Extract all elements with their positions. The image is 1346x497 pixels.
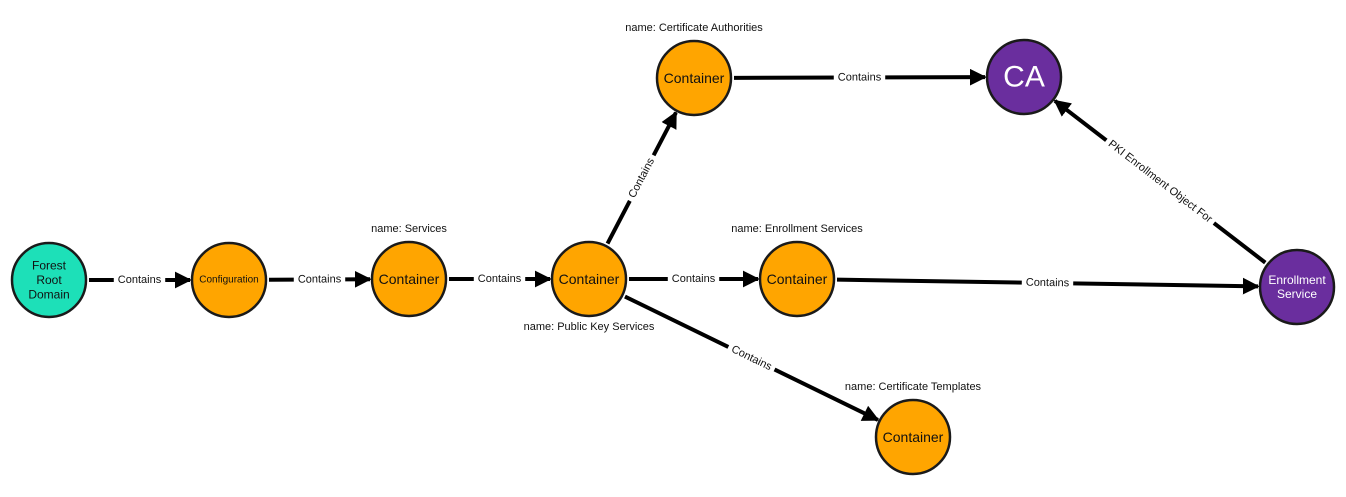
edge-label-background <box>724 339 779 377</box>
edge-label-background <box>293 271 346 288</box>
node-label: Container <box>664 70 725 86</box>
node-circle <box>1258 248 1336 326</box>
node-caption: name: Services <box>371 223 447 235</box>
edge-label: PKI Enrollment Object For <box>1106 138 1215 226</box>
node-caption: name: Enrollment Services <box>731 223 863 235</box>
edge-label-background <box>1021 274 1074 292</box>
node-enroll-container[interactable]: Container name: Enrollment Services <box>731 223 863 318</box>
node-circle <box>10 241 88 319</box>
node-label: Root <box>36 273 62 287</box>
edge-label: Contains <box>1026 277 1070 290</box>
edge-label: Contains <box>672 273 716 285</box>
edge-pks-to-enroll-container[interactable]: Contains <box>629 270 760 288</box>
node-ca-container[interactable]: Container name: Certificate Authorities <box>625 22 763 117</box>
node-caption: name: Certificate Authorities <box>625 22 763 34</box>
edge-label-background <box>473 271 526 287</box>
edge-label-group: Contains <box>293 271 346 288</box>
edge-label-group: PKI Enrollment Object For <box>1101 133 1219 230</box>
edge-label-group: Contains <box>622 151 661 205</box>
node-pks[interactable]: Container name: Public Key Services <box>524 240 655 333</box>
edge-ca-container-to-ca[interactable]: Contains <box>733 68 987 86</box>
node-label: Service <box>1277 287 1317 301</box>
edge-label-background <box>113 272 166 288</box>
node-configuration[interactable]: Configuration <box>190 241 268 319</box>
edge-label-group: Contains <box>113 272 166 288</box>
node-circle <box>985 38 1063 116</box>
edge-label-group: Contains <box>667 271 720 287</box>
node-label: Container <box>883 429 944 445</box>
edge-label-background <box>667 271 720 287</box>
edge-label: Contains <box>478 273 522 285</box>
node-circle <box>758 240 836 318</box>
node-circle <box>550 240 628 318</box>
node-caption: name: Public Key Services <box>524 321 655 333</box>
edge-forest-to-configuration[interactable]: Contains <box>89 271 192 289</box>
node-ca[interactable]: CA <box>985 38 1063 116</box>
edge-label-background <box>622 151 661 205</box>
node-templates[interactable]: Container name: Certificate Templates <box>845 381 982 476</box>
edge-label-group: Contains <box>833 69 886 86</box>
edge-label: Contains <box>838 71 882 83</box>
edge-label: Contains <box>118 274 162 286</box>
edge-enrollment-service-to-ca[interactable]: PKI Enrollment Object For <box>1053 99 1267 265</box>
node-circle <box>190 241 268 319</box>
edge-configuration-to-services[interactable]: Contains <box>268 270 372 288</box>
node-label: Configuration <box>199 275 258 286</box>
node-circle <box>370 240 448 318</box>
node-services[interactable]: Container name: Services <box>370 223 448 318</box>
edge-label-group: Contains <box>724 339 779 377</box>
edge-pks-to-ca-container[interactable]: Contains <box>605 111 678 245</box>
edge-enroll-container-to-enrollment-service[interactable]: Contains <box>836 274 1260 295</box>
node-circle <box>874 398 952 476</box>
edge-services-to-pks[interactable]: Contains <box>449 270 552 288</box>
node-label: Domain <box>28 287 69 301</box>
edge-label: Contains <box>298 273 342 285</box>
edge-label-background <box>1101 133 1219 230</box>
node-label: Container <box>767 271 828 287</box>
edge-label-background <box>833 69 886 86</box>
node-label: Container <box>379 271 440 287</box>
edge-pks-to-templates[interactable]: Contains <box>624 294 880 422</box>
node-circle <box>655 39 733 117</box>
node-label: CA <box>1003 61 1045 94</box>
edge-label-group: Contains <box>473 271 526 287</box>
node-label: Forest <box>32 259 67 273</box>
node-label: Container <box>559 271 620 287</box>
node-label: Enrollment <box>1268 273 1326 287</box>
edge-label-group: Contains <box>1021 274 1074 292</box>
node-caption: name: Certificate Templates <box>845 381 982 393</box>
